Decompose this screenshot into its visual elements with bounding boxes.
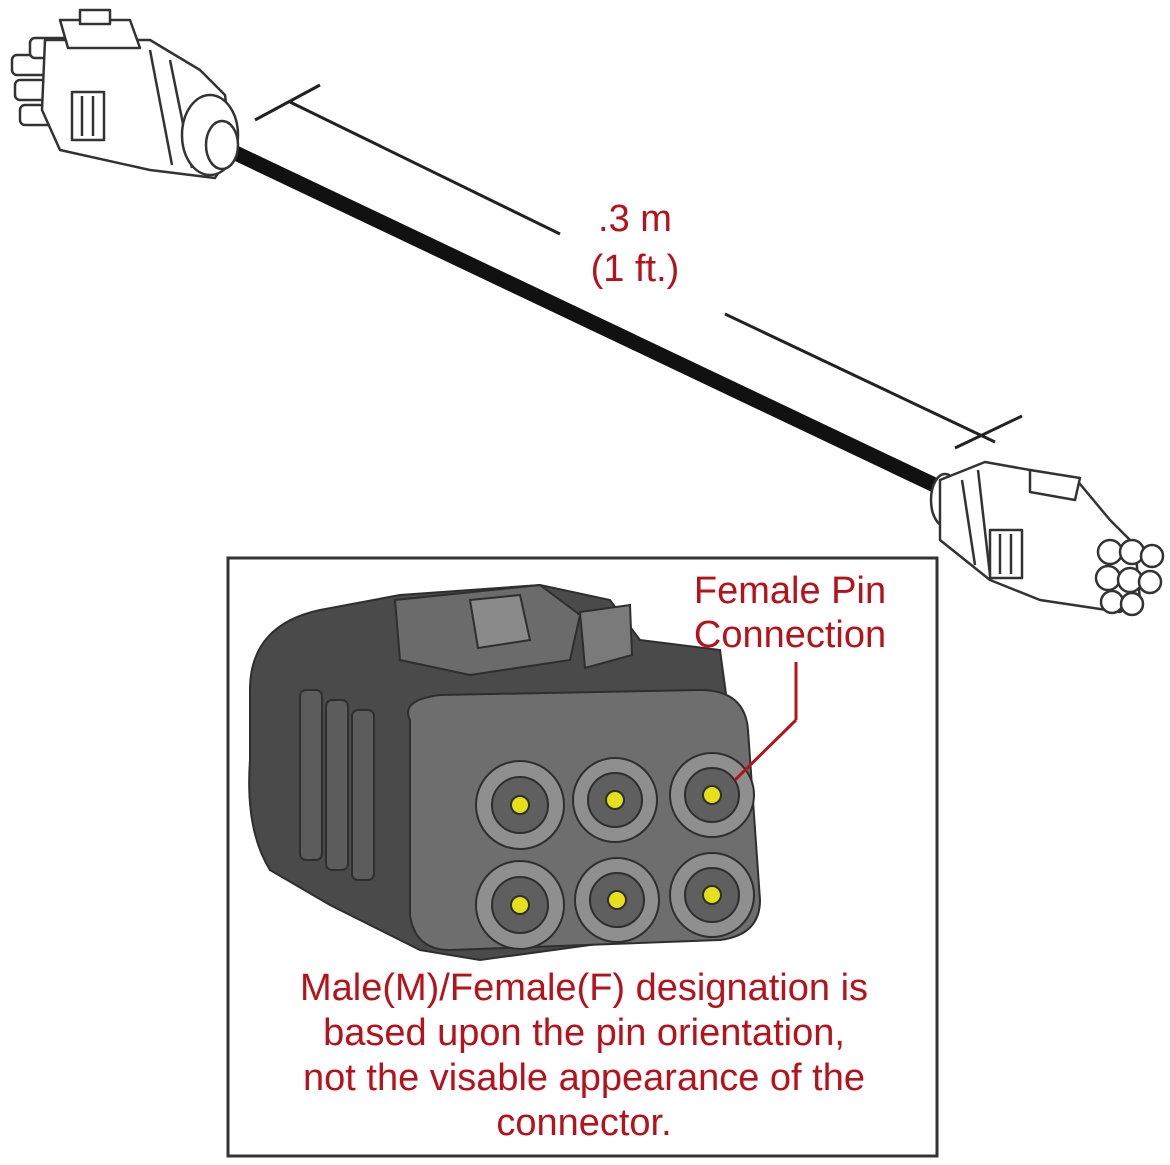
- pin-socket: [475, 860, 565, 950]
- pin-socket-array: [475, 752, 755, 950]
- callout-label-line2: Connection: [693, 614, 887, 656]
- note-line: connector.: [496, 1102, 672, 1144]
- callout-label-line1: Female Pin: [693, 570, 887, 612]
- pin-socket: [475, 760, 565, 850]
- connector-right: [929, 460, 1165, 617]
- dimension-imperial-label: (1 ft.): [590, 248, 680, 290]
- pin-socket: [669, 752, 755, 838]
- pin-socket: [572, 757, 658, 843]
- note-line: not the visable appearance of the: [303, 1057, 865, 1099]
- connector-left: [10, 8, 240, 180]
- note-line: Male(M)/Female(F) designation is: [299, 967, 869, 1009]
- designation-note: Male(M)/Female(F) designation is based u…: [232, 966, 936, 1146]
- pin-socket: [574, 857, 660, 943]
- dimension-line: [254, 83, 1023, 450]
- cable: [217, 140, 953, 498]
- dimension-metric-label: .3 m: [598, 198, 672, 240]
- note-line: based upon the pin orientation,: [323, 1012, 845, 1054]
- callout-leader: [733, 662, 798, 782]
- pin-socket: [669, 852, 755, 938]
